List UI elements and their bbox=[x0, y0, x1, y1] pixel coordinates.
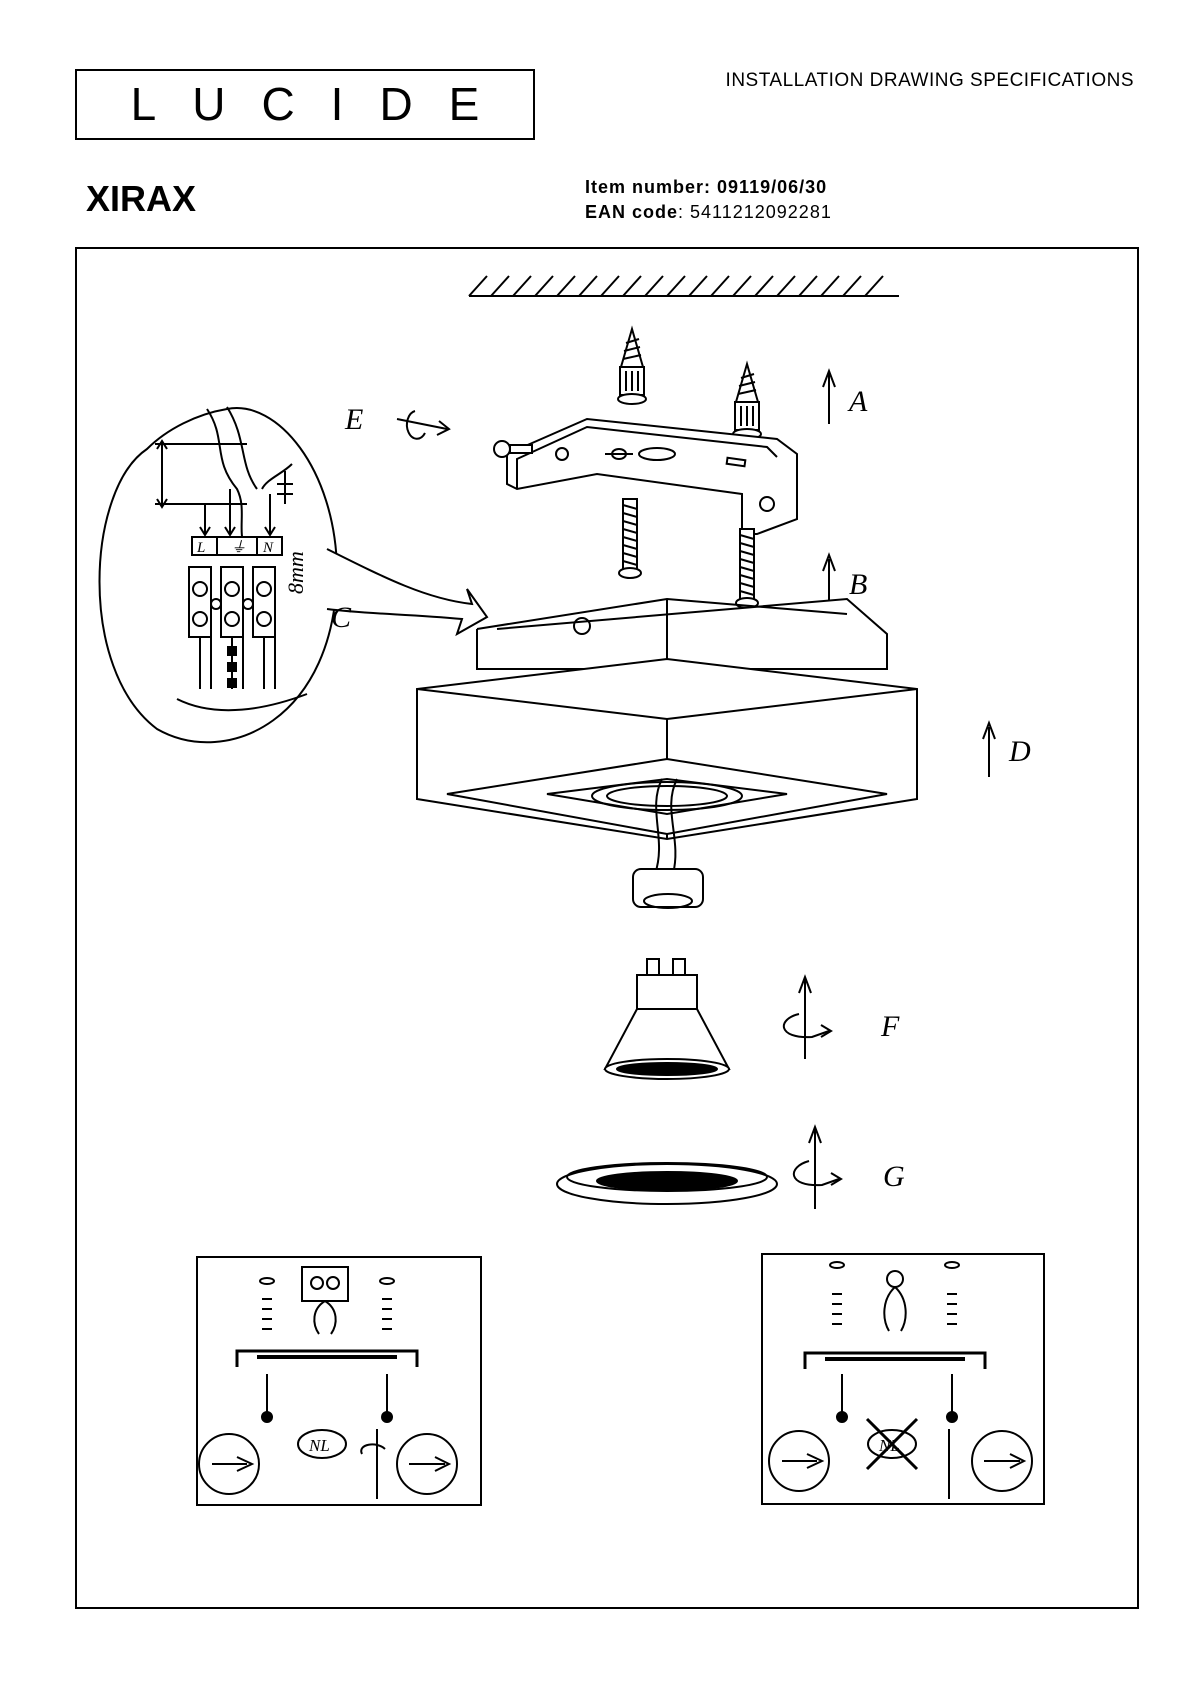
trim-ring-icon bbox=[556, 1162, 778, 1205]
ean-label: EAN code bbox=[585, 202, 679, 222]
terminal-live-label: L bbox=[196, 540, 205, 556]
document-title: INSTALLATION DRAWING SPECIFICATIONS bbox=[725, 70, 1134, 91]
ean-value: : 5411212092281 bbox=[678, 202, 832, 222]
brand-logo-text: LUCIDE bbox=[130, 78, 516, 130]
step-label-g: G bbox=[883, 1160, 905, 1193]
anchor-label-left: NL bbox=[308, 1436, 330, 1455]
ean-row: EAN code: 5411212092281 bbox=[585, 200, 832, 225]
screwdriver-rotation-icon bbox=[396, 410, 451, 440]
fixture-housing bbox=[416, 597, 918, 909]
terminal-earth-label: ⏚ bbox=[231, 540, 246, 556]
wall-plug-icon bbox=[617, 325, 647, 405]
long-screw-icon bbox=[735, 528, 759, 609]
brand-logo: LUCIDE bbox=[75, 69, 535, 140]
item-number-row: Item number: 09119/06/30 bbox=[585, 175, 832, 200]
step-label-b: B bbox=[849, 568, 867, 601]
product-name: XIRAX bbox=[86, 178, 197, 219]
arrow-up-icon bbox=[822, 552, 836, 607]
rotate-up-icon bbox=[792, 1124, 843, 1209]
screw-icon bbox=[493, 440, 533, 458]
gu10-lamp-icon bbox=[603, 958, 731, 1080]
arrow-up-icon bbox=[982, 720, 996, 777]
long-screw-icon bbox=[618, 498, 642, 579]
anchor-label-right: NL bbox=[878, 1436, 900, 1455]
installation-drawing: A E bbox=[98, 275, 1045, 1506]
item-info: Item number: 09119/06/30 EAN code: 54112… bbox=[585, 175, 832, 225]
terminal-neutral-label: N bbox=[262, 540, 274, 556]
item-number-value: 09119/06/30 bbox=[717, 177, 828, 197]
installation-drawing-frame: A E bbox=[75, 247, 1139, 1609]
ceiling-hatching bbox=[468, 275, 899, 297]
item-number-label: Item number: bbox=[585, 177, 712, 197]
step-label-f: F bbox=[880, 1010, 900, 1043]
step-label-a: A bbox=[847, 385, 868, 418]
step-label-e: E bbox=[344, 403, 363, 436]
wiring-detail-bubble bbox=[98, 406, 489, 744]
rotate-up-icon bbox=[782, 974, 833, 1059]
mounting-method-panel-left bbox=[196, 1256, 482, 1506]
mounting-bracket bbox=[506, 417, 798, 535]
mounting-method-panel-right bbox=[761, 1253, 1045, 1505]
arrow-up-icon bbox=[822, 368, 836, 424]
step-label-c: C bbox=[331, 601, 352, 634]
wire-insulation-label: 8mm bbox=[283, 551, 308, 594]
step-label-d: D bbox=[1008, 735, 1031, 768]
wall-plug-icon bbox=[732, 360, 762, 440]
